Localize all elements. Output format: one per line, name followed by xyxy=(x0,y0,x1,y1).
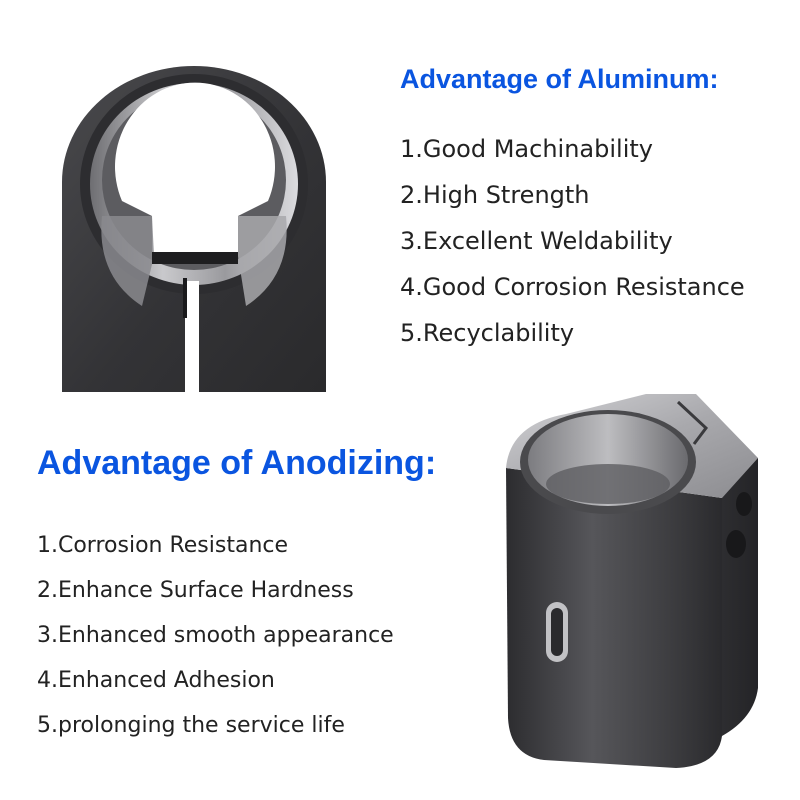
list-item: 3.Excellent Weldability xyxy=(400,227,673,255)
list-item: 1.Corrosion Resistance xyxy=(37,533,289,558)
clamp-front-view-image xyxy=(62,66,326,392)
list-item: 2.High Strength xyxy=(400,181,590,209)
list-item: 2.Enhance Surface Hardness xyxy=(37,578,354,603)
clamp-angled-view-image xyxy=(506,394,758,768)
list-item: 5.Recyclability xyxy=(400,319,575,347)
list-item: 3.Enhanced smooth appearance xyxy=(37,623,394,648)
anodizing-advantages-title: Advantage of Anodizing: xyxy=(37,444,437,482)
list-item: 5.prolonging the service life xyxy=(37,713,345,738)
list-item: 4.Enhanced Adhesion xyxy=(37,668,275,693)
list-item: 4.Good Corrosion Resistance xyxy=(400,273,745,301)
anodizing-advantages-list: 1.Corrosion Resistance 2.Enhance Surface… xyxy=(37,530,394,755)
aluminum-advantages-list: 1.Good Machinability 2.High Strength 3.E… xyxy=(400,132,745,362)
list-item: 1.Good Machinability xyxy=(400,135,653,163)
aluminum-advantages-title: Advantage of Aluminum: xyxy=(400,64,719,94)
